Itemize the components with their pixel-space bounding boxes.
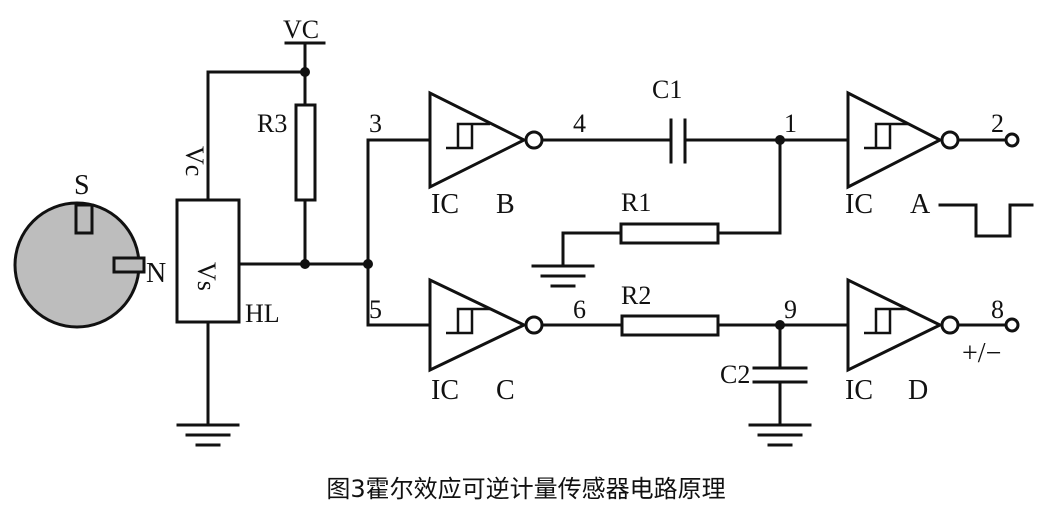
sensor-name-label: HL: [245, 299, 280, 328]
gate-c-name: C: [496, 375, 515, 406]
ground-symbol: [176, 423, 240, 447]
schmitt-inverter-a: [846, 90, 960, 190]
output-terminal-2: [1004, 132, 1020, 148]
north-pole-marker: [112, 256, 146, 274]
schmitt-inverter-b: [428, 90, 544, 190]
gate-d-name: D: [908, 375, 928, 406]
direction-sign-label: +/−: [962, 338, 1001, 369]
resistor-r2: [620, 314, 720, 337]
ground-symbol: [531, 264, 595, 288]
node-6-label: 6: [573, 295, 586, 324]
capacitor-c1: [669, 118, 687, 164]
figure-caption: 图3霍尔效应可逆计量传感器电路原理: [326, 475, 725, 503]
resistor-r1-label: R1: [621, 188, 651, 217]
gate-a-name: A: [910, 189, 931, 220]
ground-symbol: [748, 423, 812, 447]
node-4-label: 4: [573, 109, 586, 138]
gate-d-prefix: IC: [845, 375, 873, 406]
capacitor-c2: [752, 366, 808, 384]
resistor-r3-label: R3: [257, 109, 287, 138]
node-2-label: 2: [991, 109, 1004, 138]
node-9-label: 9: [784, 295, 797, 324]
gate-c-prefix: IC: [431, 375, 459, 406]
junction-r3-output: [300, 259, 310, 269]
resistor-r1: [619, 222, 720, 245]
output-terminal-8: [1004, 317, 1020, 333]
south-pole-label: S: [74, 170, 90, 201]
node-3-label: 3: [369, 109, 382, 138]
sensor-vc-label: Vc: [180, 146, 209, 176]
sensor-vs-label: Vs: [192, 262, 221, 291]
pulse-waveform: [938, 203, 1034, 238]
schmitt-inverter-c: [428, 277, 544, 373]
bus-wire: [366, 138, 432, 327]
node-8-label: 8: [991, 295, 1004, 324]
node-5-label: 5: [369, 295, 382, 324]
r1-left-wire: [561, 231, 623, 268]
gate-b-prefix: IC: [431, 189, 459, 220]
south-pole-marker: [74, 203, 94, 235]
sensor-vc-wire: [206, 70, 307, 202]
capacitor-c2-label: C2: [720, 360, 750, 389]
supply-label: VC: [283, 15, 319, 44]
hall-sensor: [175, 198, 241, 324]
resistor-r2-label: R2: [621, 281, 651, 310]
north-pole-label: N: [146, 258, 166, 289]
capacitor-c1-label: C1: [652, 75, 682, 104]
resistor-r3: [294, 103, 317, 202]
gate-a-prefix: IC: [845, 189, 873, 220]
node-1-label: 1: [784, 109, 797, 138]
r1-right-wire: [716, 138, 782, 235]
magnet-disk: [13, 201, 146, 329]
schmitt-inverter-d: [846, 277, 960, 373]
gate-b-name: B: [496, 189, 515, 220]
